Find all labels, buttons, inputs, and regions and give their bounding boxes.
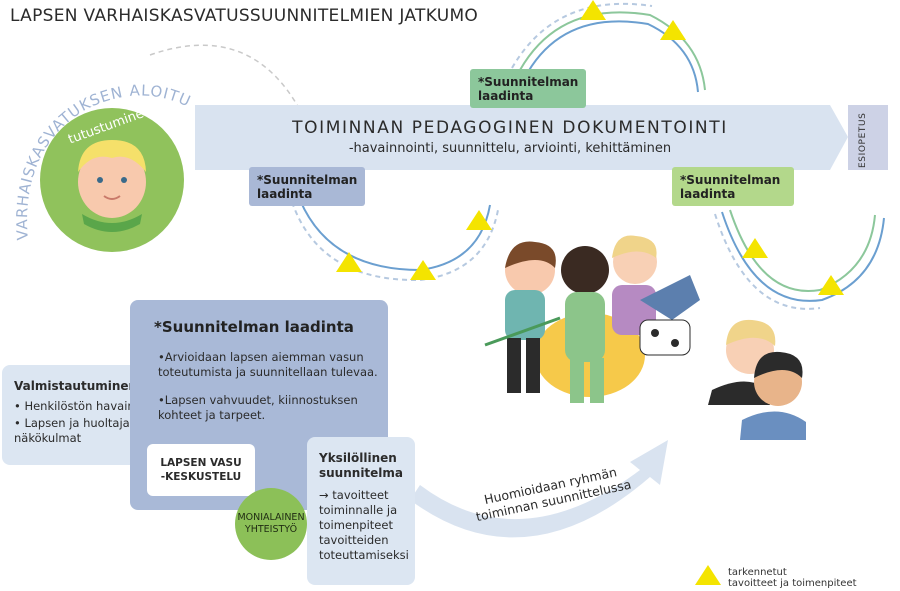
plan-tag-line: *Suunnitelman <box>680 173 781 187</box>
triangle-marker <box>410 260 436 280</box>
legend-line: tarkennetut <box>728 567 787 578</box>
esiopetus-label: ESIOPETUS <box>858 112 868 168</box>
plan-drafting-point: •Arvioidaan lapsen aiemman vasun toteutu… <box>158 350 378 379</box>
legend: tarkennetut tavoitteet ja toimenpiteet <box>728 567 857 589</box>
right-swirl <box>714 209 885 310</box>
band-sub-text: -havainnointi, suunnittelu, arviointi, k… <box>348 141 672 156</box>
group-curved-arrow <box>410 440 668 538</box>
preparation-item: • Henkilöstön havainnot <box>14 399 154 413</box>
vasu-discussion-box: LAPSEN VASU -KESKUSTELU <box>147 444 255 496</box>
triangle-marker <box>580 0 606 20</box>
children-group-illustration <box>484 235 806 440</box>
individual-plan-box: Yksilöllinen suunnitelma → tavoitteet to… <box>307 437 415 585</box>
esiopetus-block <box>848 105 888 170</box>
band-main-text: TOIMINNAN PEDAGOGINEN DOKUMENTOINTI <box>292 118 728 138</box>
preparation-heading: Valmistautuminen <box>14 379 138 393</box>
documentation-band-arrow <box>195 105 848 170</box>
page-title: LAPSEN VARHAISKASVATUSSUUNNITELMIEN JATK… <box>10 6 479 26</box>
plan-tag-line: *Suunnitelman <box>257 173 358 187</box>
left-swirl <box>291 199 499 282</box>
legend-line: tavoitteet ja toimenpiteet <box>728 578 857 589</box>
child-face-illustration <box>40 108 184 252</box>
plan-tag: *Suunnitelman laadinta <box>672 167 794 206</box>
plan-drafting-heading: *Suunnitelman laadinta <box>154 318 354 336</box>
triangle-marker <box>742 238 768 258</box>
plan-tag-line: laadinta <box>680 187 736 201</box>
triangle-marker <box>818 275 844 295</box>
vasu-line: -KESKUSTELU <box>160 471 242 483</box>
triangle-marker <box>336 252 362 272</box>
multiprofessional-circle: MONIALAINEN YHTEISTYÖ <box>235 488 307 560</box>
multi-line: YHTEISTYÖ <box>244 524 298 535</box>
vasu-line: LAPSEN VASU <box>160 457 242 469</box>
top-swirl <box>511 2 706 93</box>
preparation-box: Valmistautuminen • Henkilöstön havainnot… <box>2 365 154 465</box>
legend-triangle <box>695 565 721 585</box>
individual-plan-heading: Yksilöllinen suunnitelma <box>319 451 404 480</box>
start-dashed-arc <box>149 44 301 111</box>
documentation-band: TOIMINNAN PEDAGOGINEN DOKUMENTOINTI -hav… <box>200 118 820 156</box>
multi-line: MONIALAINEN <box>237 512 305 523</box>
plan-tag: *Suunnitelman laadinta <box>470 69 586 108</box>
triangle-marker <box>660 20 686 40</box>
plan-tag: *Suunnitelman laadinta <box>249 167 365 206</box>
individual-plan-body: → tavoitteet toiminnalle ja toimenpiteet… <box>319 488 409 562</box>
plan-tag-line: *Suunnitelman <box>478 75 579 89</box>
plan-tag-line: laadinta <box>478 89 534 103</box>
triangles <box>336 0 844 585</box>
preparation-item: • Lapsen ja huoltajan näkökulmat <box>14 416 137 445</box>
plan-tag-line: laadinta <box>257 187 313 201</box>
plan-drafting-point: •Lapsen vahvuudet, kiinnostuksen kohteet… <box>158 393 358 422</box>
triangle-marker <box>466 210 492 230</box>
